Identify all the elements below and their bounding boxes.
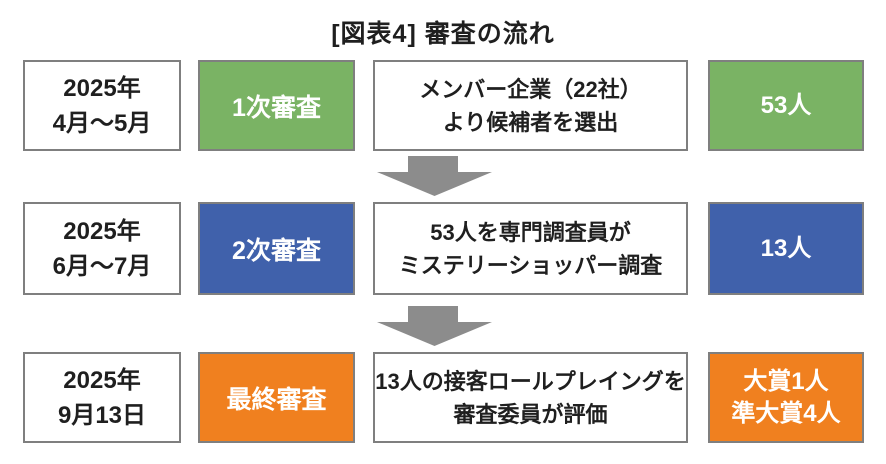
stage-box-round2: 2次審査: [198, 202, 355, 295]
description-box-final: 13人の接客ロールプレイングを 審査委員が評価: [373, 352, 688, 443]
stage-box-final: 最終審査: [198, 352, 355, 443]
down-arrow-icon: [377, 306, 493, 346]
description-box-round2: 53人を専門調査員が ミステリーショッパー調査: [373, 202, 688, 295]
result-box-round2: 13人: [708, 202, 864, 295]
stage-box-round1: 1次審査: [198, 60, 355, 151]
date-box-round1: 2025年 4月～5月: [23, 60, 181, 151]
date-box-final: 2025年 9月13日: [23, 352, 181, 443]
result-box-final: 大賞1人 準大賞4人: [708, 352, 864, 443]
description-box-round1: メンバー企業（22社） より候補者を選出: [373, 60, 688, 151]
diagram-title: [図表4] 審査の流れ: [331, 20, 555, 48]
down-arrow-icon: [377, 156, 493, 196]
date-box-round2: 2025年 6月～7月: [23, 202, 181, 295]
result-box-round1: 53人: [708, 60, 864, 151]
